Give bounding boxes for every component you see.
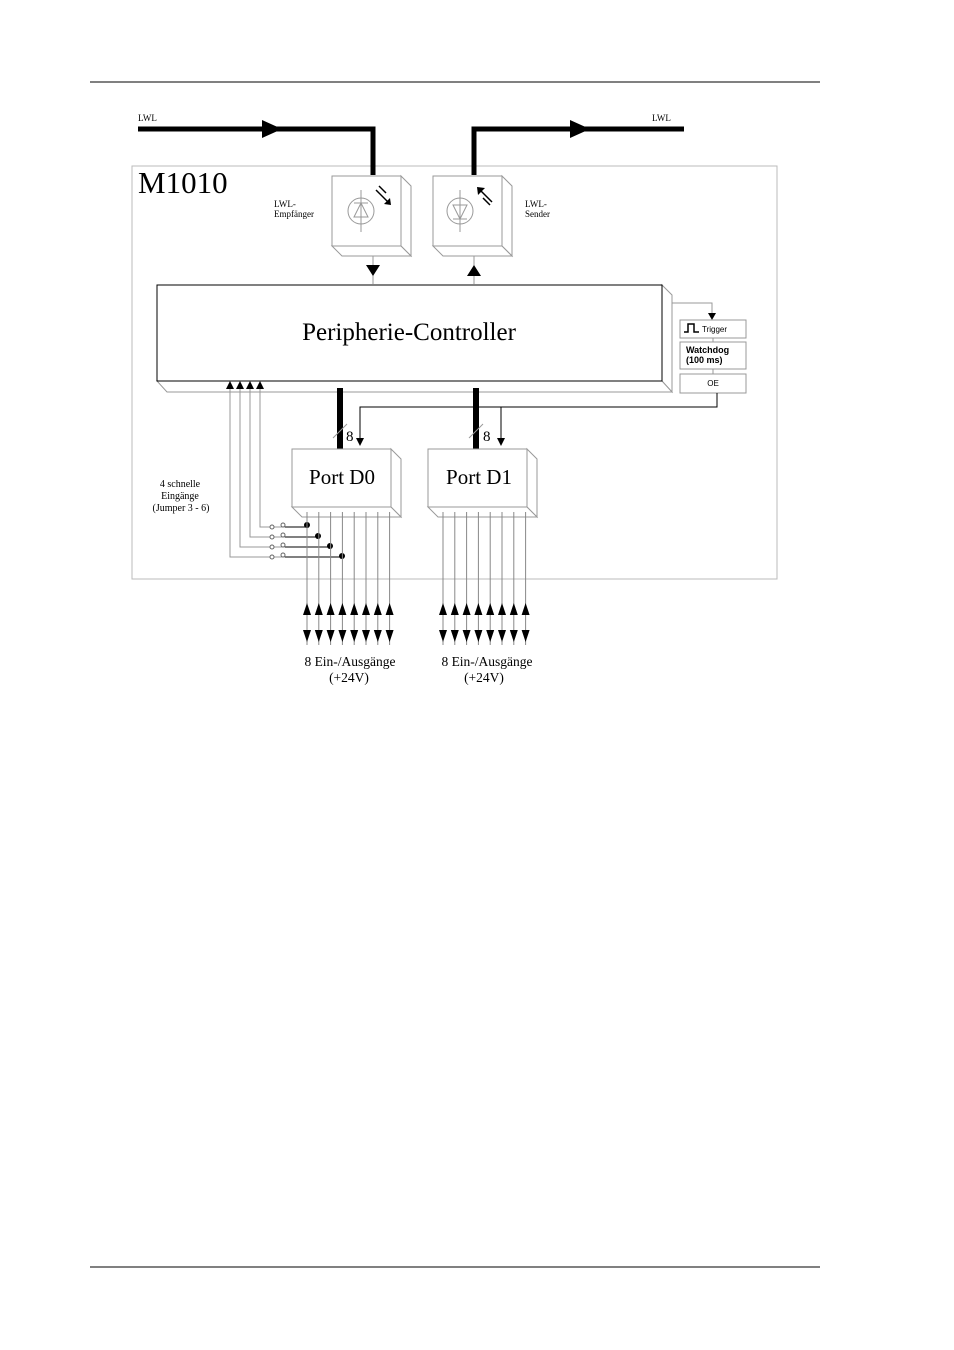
io-channel-d0-4 xyxy=(350,512,359,645)
bus-d1 xyxy=(468,388,484,449)
io-d1-label-line2: (+24V) xyxy=(464,670,504,685)
oe-block xyxy=(679,373,747,394)
io-d0-label-line1: 8 Ein-/Ausgänge xyxy=(304,654,395,669)
io-channels-d0 xyxy=(303,512,394,645)
io-channel-d0-6 xyxy=(373,512,382,645)
watchdog-label-line1: Watchdog xyxy=(686,345,729,355)
receiver-block xyxy=(330,174,413,258)
fiber-input xyxy=(138,120,376,175)
device-title: M1010 xyxy=(138,165,228,200)
bus-d1-width: 8 xyxy=(483,429,491,445)
io-channel-d1-2 xyxy=(462,512,471,645)
port-d0-label: Port D0 xyxy=(309,465,375,489)
io-channel-d0-0 xyxy=(303,512,311,645)
sender-label-line2: Sender xyxy=(525,209,550,219)
oe-label: OE xyxy=(707,379,719,388)
receiver-label-line2: Empfänger xyxy=(274,209,314,219)
port-d1-label: Port D1 xyxy=(446,465,512,489)
bus-d0-width: 8 xyxy=(346,429,354,445)
photodiode-arrows-icon xyxy=(375,185,391,205)
io-channel-d1-1 xyxy=(450,512,459,645)
fast-inputs-line1: 4 schnelle xyxy=(160,479,201,490)
io-channel-d0-1 xyxy=(314,512,323,645)
port-d0-block xyxy=(290,447,403,519)
fiber-out-label: LWL xyxy=(652,113,671,123)
receiver-to-controller-arrow xyxy=(366,256,380,284)
pulse-icon xyxy=(684,323,699,333)
sender-label-line1: LWL- xyxy=(525,199,547,209)
oe-enable-line xyxy=(356,393,718,446)
controller-to-sender-arrow xyxy=(467,256,481,284)
io-channel-d1-0 xyxy=(439,512,447,645)
io-channel-d1-5 xyxy=(498,512,506,645)
sender-block xyxy=(431,174,514,258)
io-channel-d1-3 xyxy=(474,512,483,645)
io-channel-d0-5 xyxy=(362,512,370,645)
fiber-in-label: LWL xyxy=(138,113,157,123)
io-d1-label-line1: 8 Ein-/Ausgänge xyxy=(441,654,532,669)
io-channel-d0-3 xyxy=(338,512,347,645)
controller-block xyxy=(155,283,674,394)
led-arrows-icon xyxy=(477,187,493,206)
trigger-block xyxy=(679,319,747,339)
io-channel-d0-2 xyxy=(326,512,335,645)
fast-inputs-line3: (Jumper 3 - 6) xyxy=(153,503,210,514)
receiver-label-line1: LWL- xyxy=(274,199,296,209)
bus-d0 xyxy=(332,388,348,449)
io-channel-d1-4 xyxy=(486,512,495,645)
io-channels-d1 xyxy=(439,512,530,645)
trigger-label: Trigger xyxy=(702,325,727,334)
watchdog-label-line2: (100 ms) xyxy=(686,355,723,365)
fiber-output xyxy=(471,120,684,175)
io-d0-label-line2: (+24V) xyxy=(329,670,369,685)
trigger-connection xyxy=(672,302,716,320)
fast-inputs-line2: Eingänge xyxy=(161,491,199,502)
controller-label: Peripherie-Controller xyxy=(302,319,516,346)
io-channel-d0-7 xyxy=(385,512,394,645)
io-channel-d1-7 xyxy=(521,512,530,645)
io-channel-d1-6 xyxy=(509,512,518,645)
watchdog-block xyxy=(679,341,747,370)
